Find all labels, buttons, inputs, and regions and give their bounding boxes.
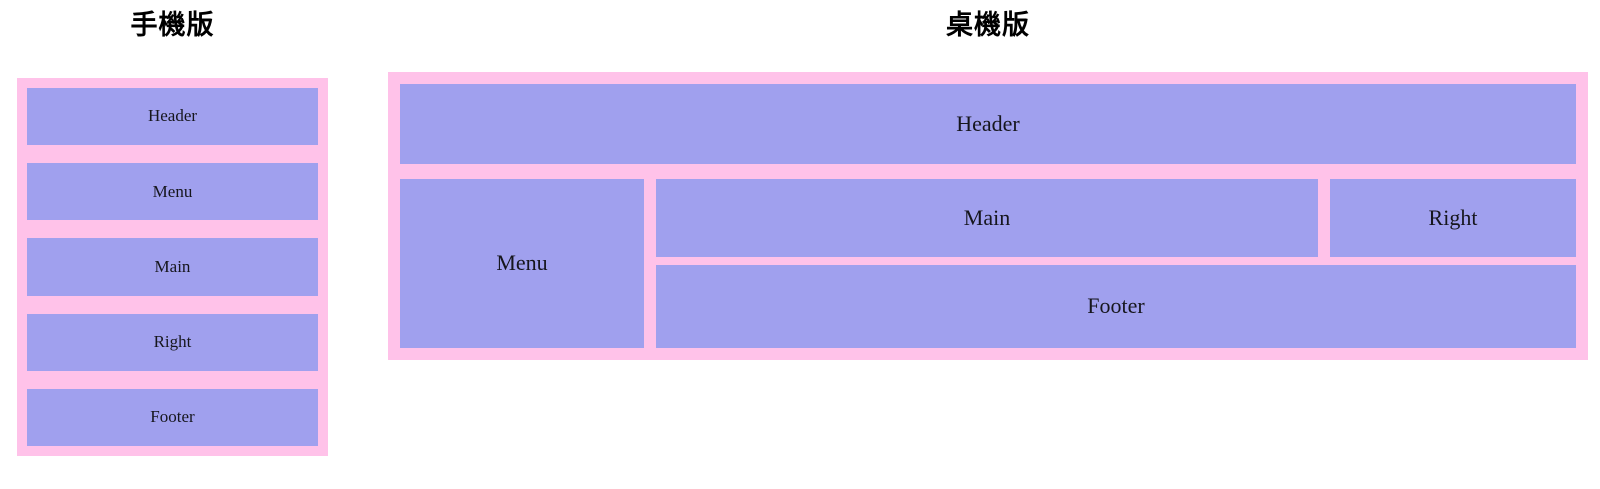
- mobile-cell-header: Header: [27, 88, 318, 146]
- desktop-cell-menu: Menu: [400, 179, 644, 348]
- desktop-cell-menu-label: Menu: [496, 250, 548, 276]
- desktop-cell-right: Right: [1330, 179, 1576, 257]
- mobile-cell-main: Main: [27, 238, 318, 296]
- desktop-middle-row: Main Right: [656, 179, 1576, 257]
- mobile-cell-right-label: Right: [153, 332, 192, 352]
- desktop-cell-header: Header: [400, 84, 1576, 164]
- mobile-cell-footer: Footer: [27, 388, 318, 447]
- mobile-cell-menu: Menu: [27, 163, 318, 221]
- mobile-cell-main-label: Main: [154, 256, 191, 276]
- desktop-cell-main: Main: [656, 179, 1318, 257]
- mobile-cell-right: Right: [27, 313, 318, 371]
- desktop-cell-main-label: Main: [963, 204, 1011, 230]
- mobile-cell-footer-label: Footer: [150, 407, 195, 427]
- desktop-body-row: Menu Main Right Footer: [400, 179, 1576, 348]
- desktop-cell-footer: Footer: [656, 265, 1576, 348]
- mobile-layout-container: Header Menu Main Right Footer: [17, 78, 328, 456]
- desktop-content-stack: Main Right Footer: [656, 179, 1576, 348]
- desktop-cell-right-label: Right: [1428, 204, 1478, 230]
- mobile-cell-header-label: Header: [147, 106, 198, 126]
- mobile-cell-menu-label: Menu: [152, 181, 193, 201]
- desktop-cell-header-label: Header: [956, 110, 1020, 136]
- desktop-layout-container: Header Menu Main Right Footer: [388, 72, 1588, 360]
- desktop-layout-title: 桌機版: [946, 10, 1030, 41]
- mobile-layout-title: 手機版: [130, 10, 215, 41]
- desktop-cell-footer-label: Footer: [1087, 293, 1145, 319]
